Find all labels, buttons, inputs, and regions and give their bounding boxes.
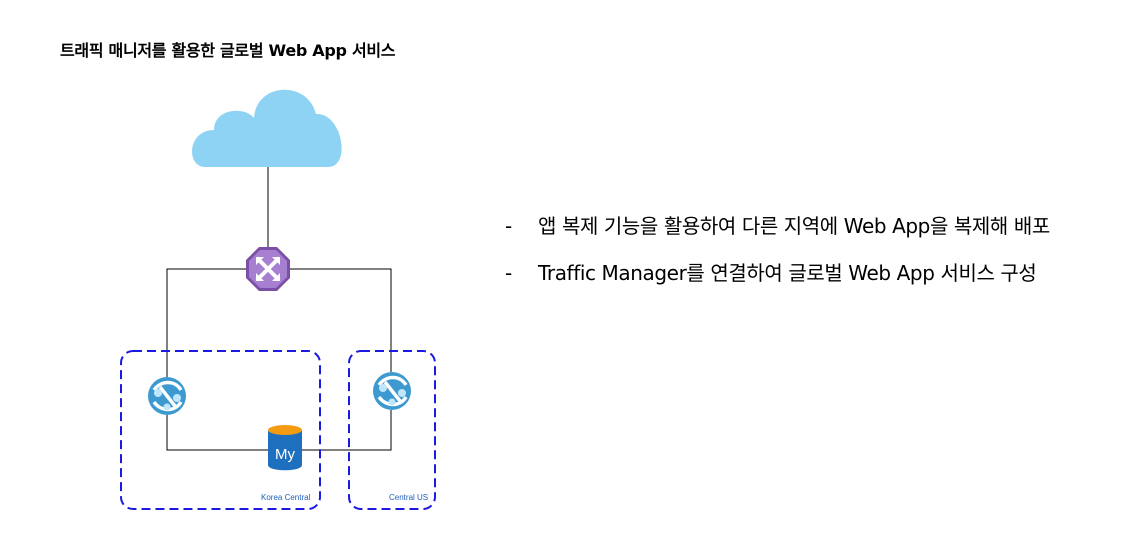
app-service-icon-korea-central: [148, 377, 186, 415]
app-service-icon-central-us: [373, 372, 411, 410]
page-title: 트래픽 매니저를 활용한 글로벌 Web App 서비스: [60, 41, 396, 60]
mysql-icon-glyph: My: [275, 446, 295, 463]
korea-app-to-mysql-line: [166, 415, 268, 451]
us-app-to-mysql-line: [302, 410, 392, 451]
bullet-dash: -: [505, 261, 512, 285]
bullet-dash: -: [505, 214, 512, 238]
connector-lines: [166, 165, 392, 451]
bullet-text: Traffic Manager를 연결하여 글로벌 Web App 서비스 구성: [538, 261, 1037, 285]
traffic-manager-to-us-app-line: [289, 268, 392, 372]
mysql-icon: My: [268, 425, 302, 471]
bullet-item: - 앱 복제 기능을 활용하여 다른 지역에 Web App을 복제해 배포: [505, 210, 1105, 243]
region-label-korea-central: Korea Central: [261, 493, 311, 502]
region-box-korea-central: [120, 350, 321, 510]
bullet-item: - Traffic Manager를 연결하여 글로벌 Web App 서비스 …: [505, 257, 1105, 290]
region-label-central-us: Central US: [389, 493, 428, 502]
bullet-list: - 앱 복제 기능을 활용하여 다른 지역에 Web App을 복제해 배포 -…: [505, 210, 1105, 304]
bullet-text: 앱 복제 기능을 활용하여 다른 지역에 Web App을 복제해 배포: [538, 214, 1050, 238]
region-box-central-us: [348, 350, 436, 510]
cloud-icon: [192, 89, 342, 167]
traffic-manager-icon: [246, 247, 290, 291]
traffic-manager-to-korea-app-line: [166, 268, 247, 378]
